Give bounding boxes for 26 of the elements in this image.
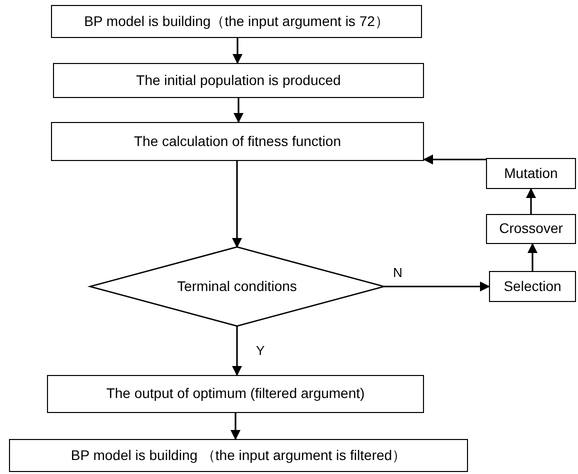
process-box bbox=[51, 122, 424, 161]
node-label: BP model is building（the input argument is 72） bbox=[84, 12, 389, 30]
node-label: Crossover bbox=[499, 220, 563, 238]
process-box bbox=[486, 214, 576, 244]
process-box bbox=[51, 5, 422, 38]
arrow bbox=[232, 326, 242, 376]
process-box bbox=[486, 158, 576, 189]
node-label: Mutation bbox=[504, 164, 558, 182]
arrow bbox=[232, 38, 242, 64]
arrow bbox=[230, 413, 240, 440]
node-label: The output of optimum (filtered argument) bbox=[106, 385, 365, 403]
process-box bbox=[489, 271, 576, 302]
arrow bbox=[384, 282, 490, 292]
node-label: Terminal conditions bbox=[177, 278, 297, 296]
node-label: BP model is building （the input argument is filtered） bbox=[70, 446, 406, 464]
arrow bbox=[423, 154, 486, 164]
node-label: The initial population is produced bbox=[136, 72, 341, 90]
arrow bbox=[234, 98, 244, 123]
process-box bbox=[53, 63, 424, 98]
node-label: The calculation of fitness function bbox=[134, 132, 341, 150]
process-box bbox=[47, 375, 424, 413]
node-label: Selection bbox=[504, 278, 562, 296]
arrow bbox=[232, 161, 242, 248]
process-box bbox=[9, 439, 468, 472]
arrow bbox=[526, 188, 536, 214]
arrow bbox=[528, 243, 538, 271]
